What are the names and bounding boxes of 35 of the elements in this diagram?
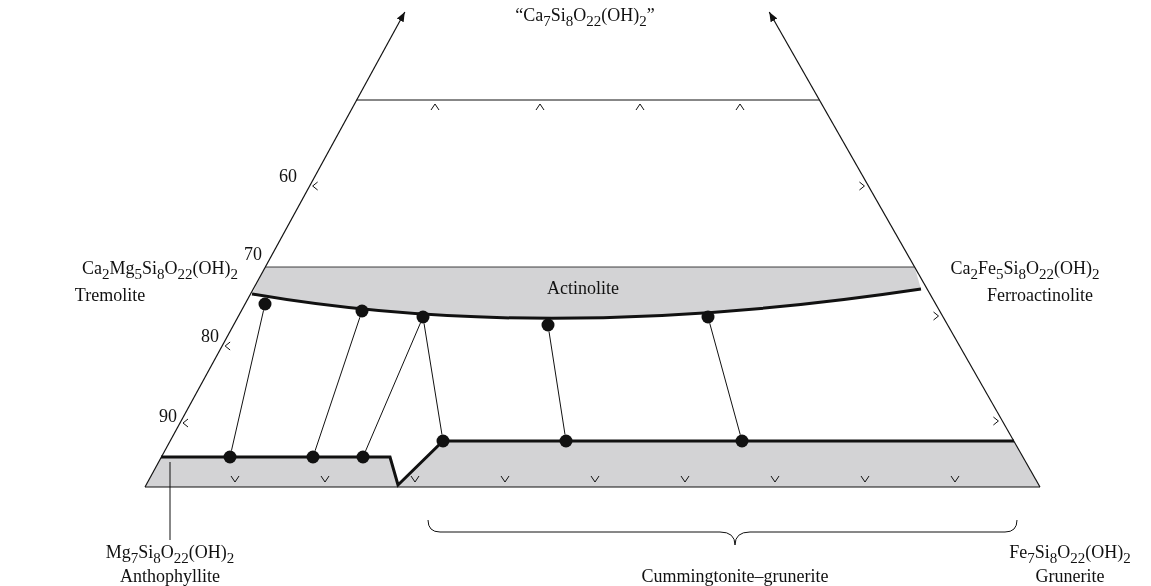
tie-line	[548, 330, 566, 436]
mineral-name: Grunerite	[1035, 566, 1105, 586]
tie-line	[230, 309, 265, 452]
data-point	[356, 450, 370, 464]
tie-line	[423, 322, 443, 436]
mineral-formula: Ca$_{2}$Fe$_{5}$Si$_{8}$O$_{22}$(OH)$_{2}$	[950, 258, 1100, 284]
scale-value: 60	[279, 166, 297, 186]
scale-value: 70	[244, 244, 262, 264]
group-name: Cummingtonite–grunerite	[641, 566, 829, 586]
mineral-formula: Ca$_{2}$Mg$_{5}$Si$_{8}$O$_{22}$(OH)$_{2}$	[82, 258, 238, 284]
leader-line	[169, 461, 171, 541]
data-point	[258, 297, 272, 311]
mineral-name: Anthophyllite	[120, 566, 220, 586]
data-point	[436, 434, 450, 448]
mineral-name: Ferroactinolite	[987, 285, 1093, 305]
tie-line	[314, 316, 361, 452]
data-point	[701, 310, 715, 324]
phase-field	[252, 267, 921, 319]
scale-value: 90	[159, 406, 177, 426]
mineral-formula: Fe$_{7}$Si$_{8}$O$_{22}$(OH)$_{2}$	[1009, 542, 1131, 568]
tie-line	[365, 322, 421, 452]
mineral-formula: “Ca$_{7}$Si$_{8}$O$_{22}$(OH)$_{2}$”	[515, 5, 655, 31]
phase-field	[145, 441, 1040, 487]
data-point	[416, 310, 430, 324]
mineral-formula: Mg$_{7}$Si$_{8}$O$_{22}$(OH)$_{2}$	[105, 542, 235, 568]
mineral-name: Tremolite	[74, 285, 146, 305]
data-point	[735, 434, 749, 448]
data-point	[541, 318, 555, 332]
field-label: Actinolite	[547, 278, 619, 298]
data-point	[559, 434, 573, 448]
tie-line	[709, 322, 741, 436]
data-point	[306, 450, 320, 464]
data-point	[355, 304, 369, 318]
data-point	[223, 450, 237, 464]
scale-value: 80	[201, 326, 219, 346]
